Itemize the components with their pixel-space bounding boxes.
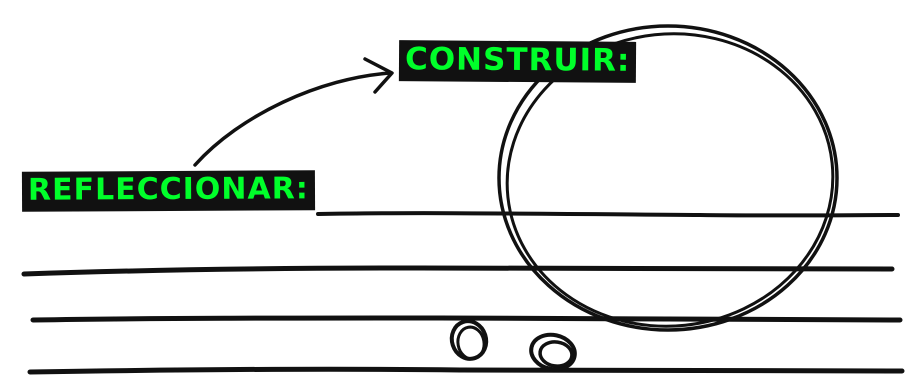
reflect-label: REFLECCIONAR:	[22, 170, 315, 212]
staff-line-2	[24, 268, 892, 274]
staff-line-1	[318, 213, 898, 215]
build-label: CONSTRUIR:	[399, 40, 637, 83]
curved-arrow-shaft	[195, 73, 390, 165]
small-circle-right-second-pass	[538, 340, 573, 368]
staff-line-4	[30, 369, 902, 372]
